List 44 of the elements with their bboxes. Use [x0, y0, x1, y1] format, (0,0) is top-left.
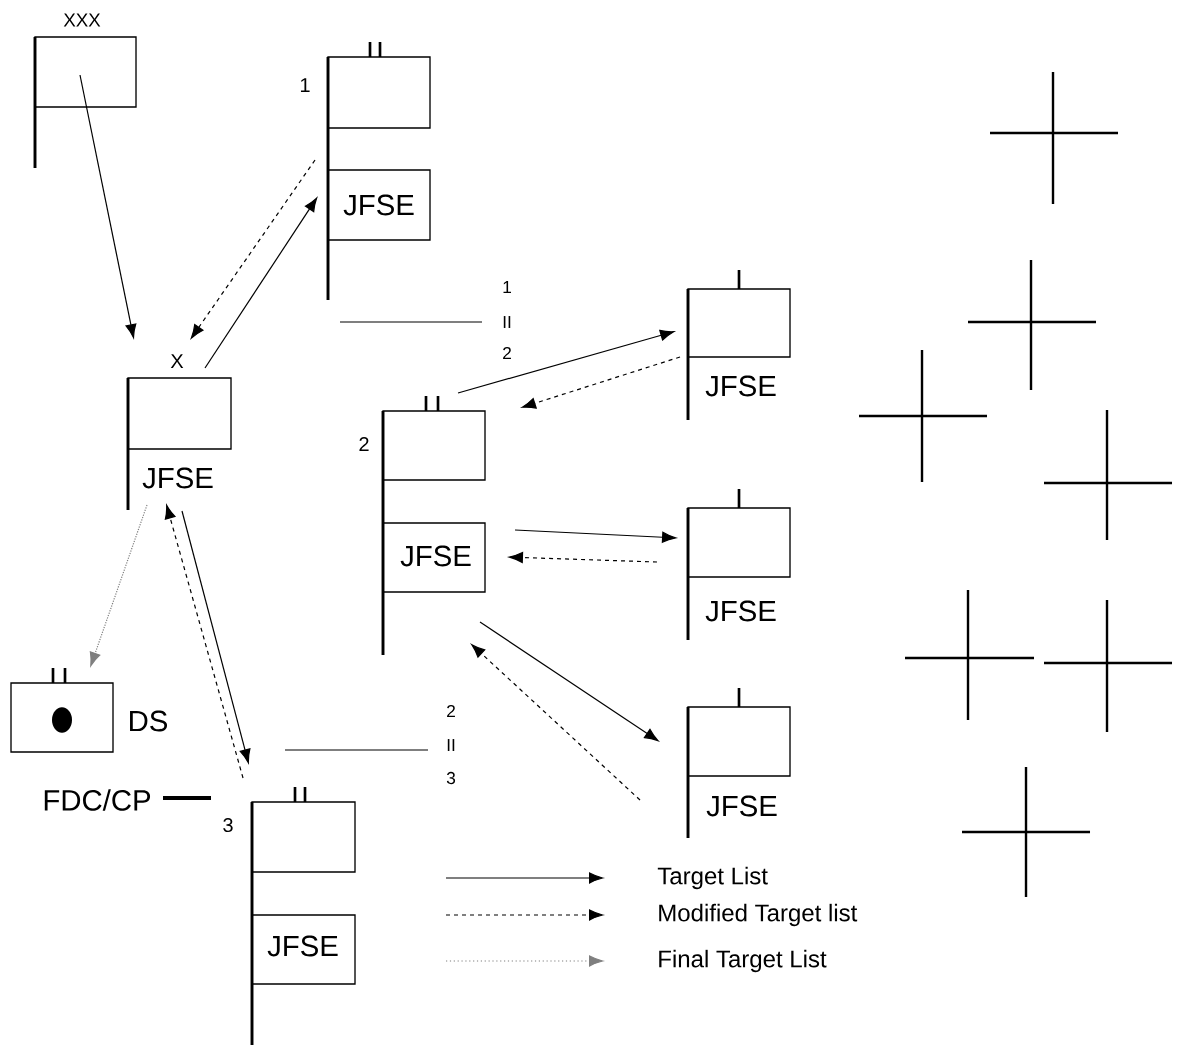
unit-symbol — [686, 489, 791, 640]
unit-symbol — [33, 13, 137, 168]
unit-label: JFSE — [706, 795, 777, 817]
unit-label: JFSE — [400, 545, 471, 567]
section-box — [10, 668, 167, 753]
unit-symbol — [126, 354, 232, 510]
boundary-label: II — [447, 739, 455, 751]
unit-label: 2 — [359, 437, 369, 451]
boundary-label: 1 — [503, 281, 511, 293]
boundary-label: 2 — [503, 346, 511, 360]
unit-label: JFSE — [343, 194, 414, 216]
unit-label: 3 — [223, 817, 233, 833]
unit-label: JFSE — [705, 600, 776, 622]
unit-label: DS — [130, 710, 167, 732]
arrow — [79, 74, 137, 339]
arrow — [164, 504, 244, 779]
arrow — [89, 504, 148, 667]
unit-label: X — [170, 354, 184, 368]
boundary-label: II — [503, 316, 511, 328]
arrow — [204, 197, 318, 369]
arrow — [457, 329, 675, 394]
boundary-label: 3 — [446, 771, 456, 785]
arrow — [508, 551, 658, 564]
section-box — [251, 914, 356, 985]
unit-label: JFSE — [267, 935, 338, 957]
unit-label: JFSE — [142, 467, 213, 489]
arrow — [479, 621, 659, 742]
arrow — [471, 644, 641, 801]
legend-text: Modified Target list — [659, 903, 858, 927]
arrow — [190, 159, 316, 339]
arrow — [521, 356, 681, 409]
arrow — [181, 510, 251, 764]
legend-text: Target List — [657, 866, 768, 890]
boundary-label: 2 — [447, 704, 455, 718]
unit-label: 1 — [300, 78, 310, 92]
unit-label: FDC/CP — [44, 789, 151, 811]
unit-label: JFSE — [705, 375, 776, 397]
unit-symbol — [686, 688, 791, 838]
unit-symbol — [686, 270, 791, 420]
legend-text: Final Target List — [659, 949, 827, 973]
section-box — [382, 522, 486, 593]
unit-label: XXX — [63, 13, 101, 27]
arrow — [514, 529, 677, 543]
section-box — [327, 169, 431, 241]
